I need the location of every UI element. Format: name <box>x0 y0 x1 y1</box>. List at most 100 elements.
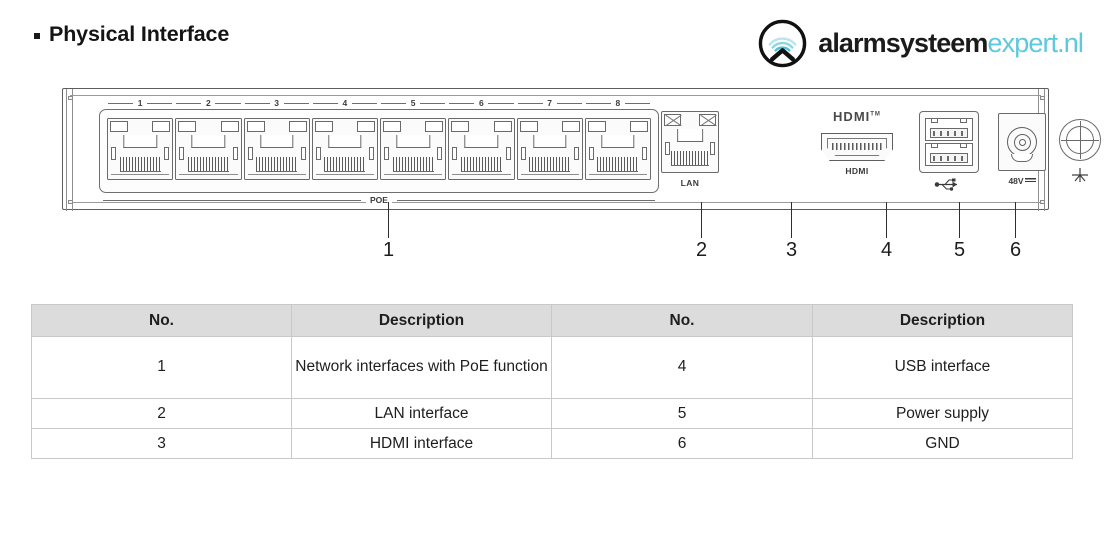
hdmi-port-caption: HDMI <box>845 166 869 176</box>
poe-port-number-label: 6 <box>479 97 484 108</box>
callout-number-label: 4 <box>881 239 893 261</box>
lan-port-caption: LAN <box>680 178 700 188</box>
callout-2: 2 <box>696 202 707 261</box>
poe-port-number: 5 <box>379 97 447 109</box>
rj45-clip-icon <box>710 142 715 155</box>
rj45-latch-icon <box>464 135 499 148</box>
rj45-clip-icon <box>452 147 458 160</box>
rj45-base <box>247 174 306 177</box>
device-rear-panel-illustration: 1 2 3 4 5 6 7 8 <box>0 80 1107 290</box>
rj45-clip-icon <box>111 147 116 160</box>
rj45-clip-icon <box>520 147 526 160</box>
rj45-pins-icon <box>597 157 639 172</box>
hdmi-port-icon <box>821 133 893 161</box>
rj45-clip-icon <box>179 147 185 160</box>
callout-number-label: 5 <box>954 239 966 261</box>
port-led-icon <box>288 121 307 132</box>
lan-connector: LAN <box>661 111 719 188</box>
rj45-clip-icon <box>369 147 374 160</box>
device-chassis: 1 2 3 4 5 6 7 8 <box>62 88 1101 211</box>
rj45-latch-icon <box>677 129 703 142</box>
cell-description: USB interface <box>812 336 1073 399</box>
rj45-latch-icon <box>123 135 157 148</box>
port-led-icon <box>357 121 375 132</box>
cell-no: 6 <box>551 428 813 459</box>
callout-3: 3 <box>786 202 797 261</box>
dc-power-jack-icon <box>998 113 1046 171</box>
rj45-clip-icon <box>384 147 389 160</box>
usb-dual-port-icon <box>919 111 979 173</box>
poe-port-number: 3 <box>243 97 311 109</box>
rj45-latch-icon <box>328 135 362 148</box>
rj45-clip-icon <box>232 147 238 160</box>
poe-port-number-label: 5 <box>410 97 416 108</box>
rj45-poe-port <box>516 118 583 180</box>
poe-port-number: 1 <box>106 97 174 109</box>
page-title-block: Physical Interface <box>34 22 229 47</box>
poe-port-row <box>107 118 651 180</box>
brand-name-secondary: expert.nl <box>987 28 1084 58</box>
rj45-clip-icon <box>642 147 647 160</box>
rj45-pins-icon <box>256 157 298 172</box>
rj45-pins-icon <box>529 157 571 172</box>
usb-connector <box>919 111 979 193</box>
brand-name-primary: alarmsysteem <box>818 28 988 58</box>
rj45-pins-icon <box>670 151 710 166</box>
rj45-clip-icon <box>588 147 594 160</box>
callout-number-label: 3 <box>786 239 798 261</box>
hdmi-logo-text: HDMI <box>833 109 871 124</box>
poe-port-group <box>99 109 659 193</box>
callout-5: 5 <box>954 202 965 261</box>
cell-no: 3 <box>31 428 292 459</box>
rj45-base <box>179 174 238 177</box>
usb-notch-icon <box>960 143 967 149</box>
cell-no: 4 <box>551 336 813 399</box>
hdmi-connector: HDMITM HDMI <box>821 109 893 176</box>
cell-description: LAN interface <box>291 398 552 429</box>
callout-4: 4 <box>881 202 892 261</box>
port-led-icon <box>664 114 681 126</box>
rj45-clip-icon <box>437 147 443 160</box>
rj45-base <box>520 174 579 177</box>
column-header-description-left: Description <box>291 304 552 337</box>
cell-description: HDMI interface <box>291 428 552 459</box>
rj45-clip-icon <box>573 147 579 160</box>
poe-port-number-label: 3 <box>274 97 279 108</box>
port-led-icon <box>425 121 444 132</box>
mount-screw-icon <box>1040 96 1045 100</box>
port-led-icon <box>493 121 512 132</box>
rj45-pins-icon <box>324 157 366 172</box>
poe-port-number-label: 2 <box>206 97 211 108</box>
dc-jack-pin <box>1018 138 1026 146</box>
port-led-icon <box>246 121 265 132</box>
rj45-clip-icon <box>505 147 511 160</box>
rj45-poe-port <box>380 118 447 180</box>
port-led-icon <box>451 121 470 132</box>
callout-leader-line <box>790 202 793 238</box>
rj45-pins-icon <box>460 157 502 172</box>
cell-no: 5 <box>551 398 813 429</box>
rj45-clip-icon <box>164 147 170 160</box>
usb-notch-icon <box>931 117 938 123</box>
port-led-icon <box>699 114 716 126</box>
poe-port-number: 4 <box>311 97 379 109</box>
rj45-pins-icon <box>392 157 434 172</box>
rj45-poe-port <box>175 118 242 180</box>
dc-jack-outer-ring <box>1007 127 1037 157</box>
power-voltage-label: 48V <box>1008 176 1024 186</box>
usb-tongue-icon <box>930 153 968 164</box>
dc-jack-inner-ring <box>1013 133 1031 151</box>
dc-icon <box>1024 178 1036 185</box>
port-led-row <box>664 114 716 128</box>
cell-no: 1 <box>31 336 292 399</box>
rj45-clip-icon <box>300 147 306 160</box>
usb-notch-icon <box>931 143 938 149</box>
port-led-icon <box>110 121 128 132</box>
poe-port-number-label: 7 <box>547 97 552 108</box>
port-led-icon <box>178 121 197 132</box>
mount-screw-icon <box>1040 200 1045 204</box>
table-row: 3 HDMI interface 6 GND <box>31 428 1073 459</box>
callout-leader-line <box>700 202 703 238</box>
interface-spec-table: No. Description No. Description 1 Networ… <box>31 304 1073 459</box>
callout-number-label: 6 <box>1010 239 1022 261</box>
